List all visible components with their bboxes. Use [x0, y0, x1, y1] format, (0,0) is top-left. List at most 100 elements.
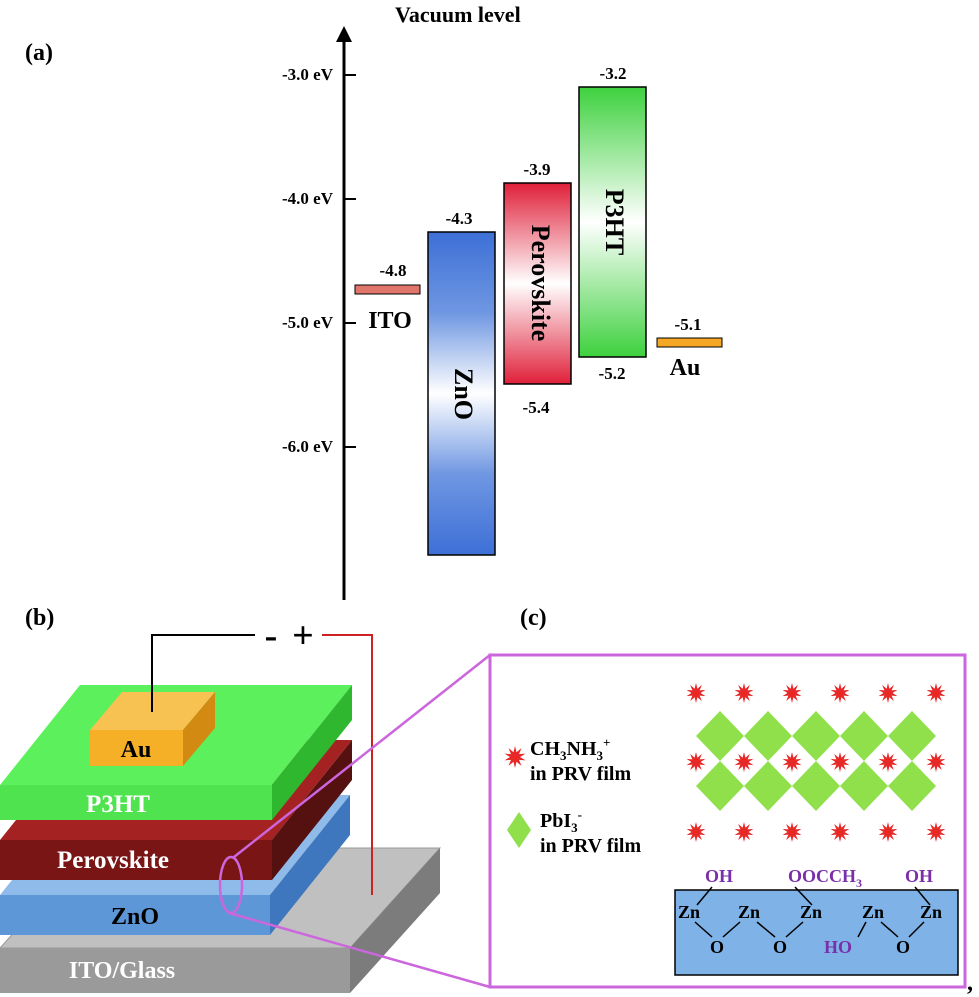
ito-value: -4.8 — [380, 261, 407, 280]
zno-layer-label: ZnO — [111, 904, 159, 930]
bond — [857, 921, 867, 938]
cation-lattice — [686, 683, 946, 842]
perovskite-bottom-value: -5.4 — [523, 398, 550, 417]
legend-anion-diamond — [507, 812, 531, 848]
cation-star — [926, 752, 946, 772]
bond — [785, 921, 804, 938]
legend-anion-sub: in PRV film — [540, 835, 641, 857]
o-atom: O — [773, 937, 787, 957]
p3ht-side-face — [272, 685, 352, 820]
zn-atom: Zn — [800, 902, 822, 922]
au-front-face — [90, 730, 183, 766]
positive-wire — [322, 634, 373, 895]
tick-label: -3.0 eV — [282, 65, 334, 84]
cation-star — [782, 683, 802, 703]
zno-top-value: -4.3 — [446, 209, 473, 228]
pbi3-diamond — [888, 761, 936, 811]
bond — [722, 921, 741, 938]
cation-star — [504, 746, 526, 768]
bond — [696, 886, 713, 906]
perovskite-band — [503, 182, 572, 385]
plus-sign: + — [292, 615, 314, 657]
legend-cation-sub: in PRV film — [530, 763, 631, 785]
perovskite-side-face — [272, 740, 352, 880]
cation-star — [686, 683, 706, 703]
glass-layer-label: ITO/Glass — [69, 958, 175, 984]
minus-sign: - — [265, 615, 278, 657]
zn-atom: Zn — [862, 902, 884, 922]
cation-star — [734, 752, 754, 772]
p3ht-front-face — [0, 785, 272, 820]
bond — [908, 921, 925, 938]
pbi3-diamond — [792, 711, 840, 761]
perovskite-top-value: -3.9 — [524, 160, 551, 179]
zoom-line-bottom — [228, 911, 491, 989]
cation-star — [926, 683, 946, 703]
cation-star — [734, 683, 754, 703]
panel-c-label: (c) — [520, 605, 547, 631]
cation-star — [830, 822, 850, 842]
p3ht-top-value: -3.2 — [600, 64, 627, 83]
panel-b-label: (b) — [25, 605, 54, 631]
cation-star — [686, 752, 706, 772]
tick-label: -5.0 eV — [282, 313, 334, 332]
o-atom: O — [710, 937, 724, 957]
ito-label: ITO — [368, 308, 412, 334]
axis-arrowhead — [336, 26, 352, 42]
p3ht-layer-label: P3HT — [86, 791, 150, 818]
p3ht-band — [578, 86, 647, 358]
cation-star — [830, 752, 850, 772]
pbi3-diamond — [696, 761, 744, 811]
tick-label: -4.0 eV — [282, 189, 334, 208]
au-layer-label: Au — [121, 737, 152, 763]
bond — [694, 921, 713, 938]
panel-a-label: (a) — [25, 40, 53, 66]
negative-wire — [151, 634, 255, 712]
tick-label: -6.0 eV — [282, 437, 334, 456]
bond — [756, 921, 776, 938]
perovskite-label: Perovskite — [526, 225, 555, 342]
cation-star — [878, 752, 898, 772]
pbi3-diamond — [792, 761, 840, 811]
zn-atom: Zn — [678, 902, 700, 922]
au-side-face — [183, 692, 215, 766]
pbi3-diamond — [744, 711, 792, 761]
zno-substrate — [674, 889, 959, 976]
cation-star — [782, 752, 802, 772]
cation-star — [878, 683, 898, 703]
bond — [880, 921, 899, 938]
zno-side-face — [270, 795, 350, 935]
bond — [794, 886, 813, 906]
au-value: -5.1 — [675, 315, 702, 334]
o-atom: O — [896, 937, 910, 957]
zn-atom: Zn — [920, 902, 942, 922]
pbi3-diamond — [840, 711, 888, 761]
group-oh-1: OH — [705, 866, 733, 886]
group-oh-2: OH — [905, 866, 933, 886]
p3ht-label: P3HT — [600, 189, 629, 255]
bond — [914, 886, 931, 906]
pbi3-diamond — [840, 761, 888, 811]
zno-label: ZnO — [449, 368, 478, 420]
cation-star — [782, 822, 802, 842]
zn-atom: Zn — [738, 902, 760, 922]
perovskite-layer-label: Perovskite — [57, 847, 169, 874]
cation-star — [926, 822, 946, 842]
zno-front-face — [0, 895, 270, 935]
au-level-bar — [656, 337, 723, 348]
ito-level-bar — [354, 284, 421, 295]
diamond-lattice — [696, 711, 936, 811]
pbi3-diamond — [888, 711, 936, 761]
pbi3-diamond — [744, 761, 792, 811]
group-ho: HO — [824, 937, 852, 957]
axis-title: Vacuum level — [395, 2, 521, 27]
trailing-comma: , — [967, 970, 973, 996]
glass-side-face — [350, 848, 440, 993]
zoom-line-top — [233, 654, 491, 858]
legend-cation — [504, 746, 526, 768]
cation-star — [686, 822, 706, 842]
p3ht-bottom-value: -5.2 — [599, 364, 626, 383]
glass-front-face — [0, 948, 350, 993]
pbi3-diamond — [696, 711, 744, 761]
